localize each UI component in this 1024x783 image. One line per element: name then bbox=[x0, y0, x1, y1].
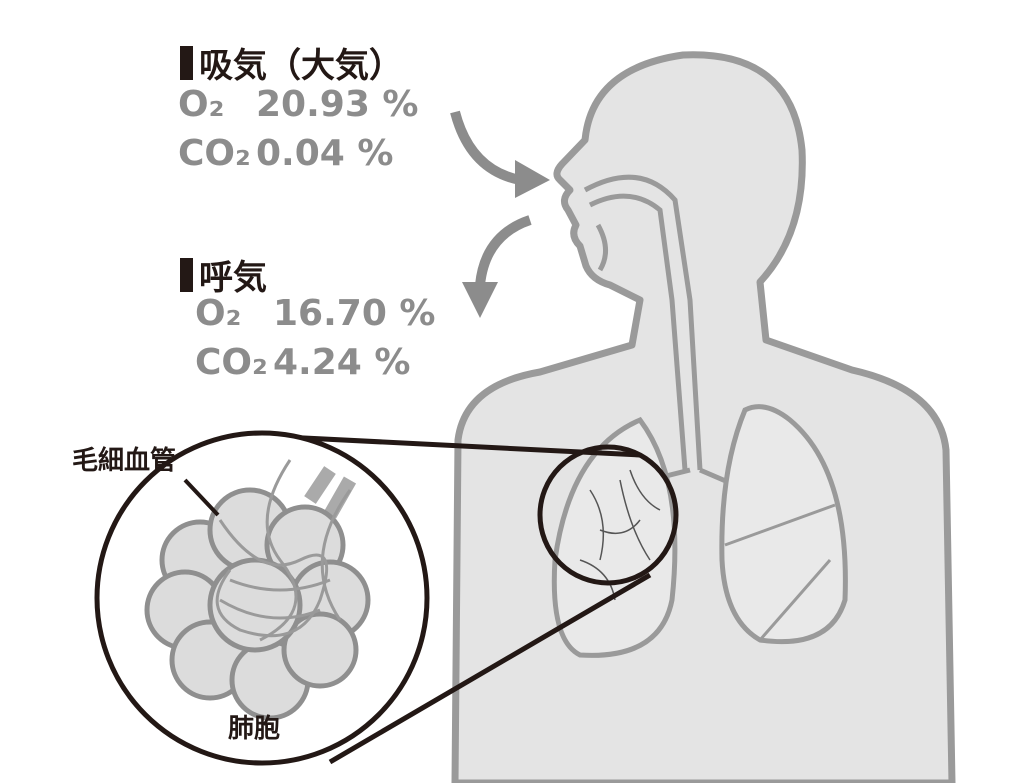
exhale-arrow-head bbox=[462, 282, 498, 318]
gas-value: 16.70 % bbox=[273, 293, 436, 334]
magnifier-line-bottom bbox=[328, 572, 652, 765]
lung-vessels bbox=[579, 469, 661, 601]
alveoli-label: 肺胞 bbox=[228, 714, 281, 744]
heading-bar-icon bbox=[180, 45, 193, 80]
body-silhouette bbox=[451, 51, 956, 783]
gas-value: 20.93 % bbox=[256, 84, 419, 125]
gas-label: O₂ bbox=[195, 293, 242, 334]
gas-value: 0.04 % bbox=[256, 133, 394, 174]
gas-label: CO₂ bbox=[195, 342, 268, 383]
airway bbox=[583, 174, 736, 488]
exhale-title: 呼気 bbox=[199, 258, 267, 298]
heading-bar-icon bbox=[180, 257, 193, 292]
capillary-pointer bbox=[183, 478, 220, 517]
gas-value: 4.24 % bbox=[273, 342, 411, 383]
capillary-strands bbox=[215, 459, 352, 642]
gas-label: CO₂ bbox=[178, 133, 251, 174]
inhale-arrow-head bbox=[515, 160, 550, 198]
lungs bbox=[551, 404, 848, 658]
arrows bbox=[450, 110, 550, 318]
capillary-label: 毛細血管 bbox=[72, 446, 177, 476]
gas-label: O₂ bbox=[178, 84, 225, 125]
exhale-o2-row: O₂ 16.70 % bbox=[195, 293, 435, 334]
exhale-heading: 呼気 bbox=[180, 250, 267, 299]
inhale-title: 吸気（大気） bbox=[199, 46, 403, 86]
inhale-heading: 吸気（大気） bbox=[180, 38, 403, 87]
magnifier-small bbox=[537, 444, 679, 586]
inhale-o2-row: O₂ 20.93 % bbox=[178, 84, 418, 125]
